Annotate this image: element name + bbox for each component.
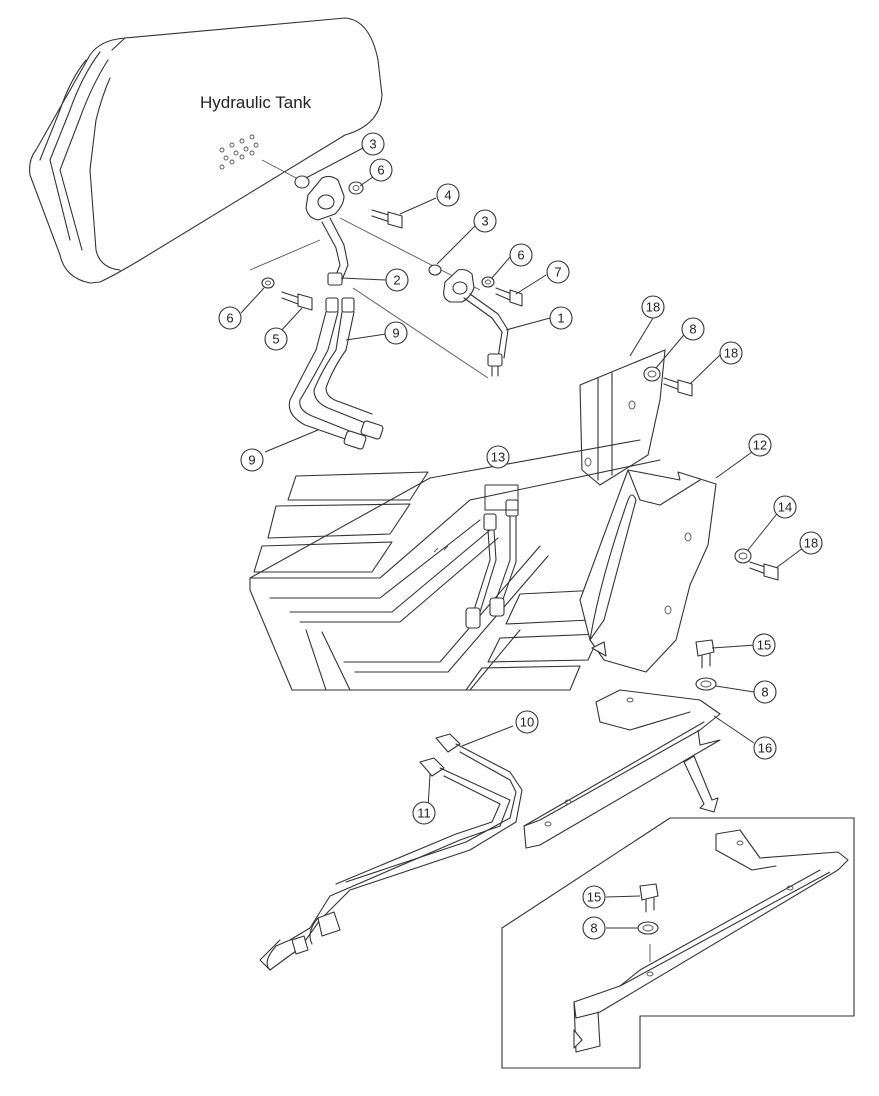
hoses-9	[288, 297, 384, 450]
callout-11: 11	[412, 801, 436, 825]
callout-2: 2	[385, 268, 409, 292]
hoses-13	[465, 484, 519, 629]
callout-18-lower: 18	[799, 531, 823, 555]
bracket-17	[579, 349, 693, 486]
callout-18-upper: 18	[719, 341, 743, 365]
detail-inset	[501, 817, 855, 1069]
svg-text:4: 4	[444, 188, 451, 203]
callout-1: 1	[549, 306, 573, 330]
upper-fittings	[261, 175, 523, 377]
svg-text:12: 12	[753, 438, 767, 453]
leader-lines	[240, 147, 804, 929]
svg-text:9: 9	[248, 453, 255, 468]
callout-6-lower: 6	[218, 306, 242, 330]
callout-10: 10	[515, 710, 539, 734]
svg-text:8: 8	[590, 921, 597, 936]
callout-6-upper: 6	[369, 158, 393, 182]
hydraulic-tank: Hydraulic Tank	[29, 17, 383, 284]
tank-label: Hydraulic Tank	[200, 93, 312, 112]
callout-9-lower: 9	[240, 448, 264, 472]
callout-9-upper: 9	[384, 321, 408, 345]
callout-5: 5	[264, 327, 288, 351]
svg-text:16: 16	[758, 741, 772, 756]
frame-panel	[249, 439, 661, 691]
svg-text:1: 1	[557, 311, 564, 326]
svg-text:6: 6	[517, 248, 524, 263]
svg-text:18: 18	[646, 300, 660, 315]
callout-17: 18	[641, 295, 665, 319]
svg-text:8: 8	[689, 322, 696, 337]
callout-3-lower: 3	[473, 209, 497, 233]
callout-8-inset: 8	[582, 916, 606, 940]
callout-14: 14	[773, 495, 797, 519]
svg-text:13: 13	[491, 450, 505, 465]
svg-text:15: 15	[587, 890, 601, 905]
svg-text:6: 6	[377, 163, 384, 178]
svg-text:3: 3	[481, 214, 488, 229]
callout-6-middle: 6	[509, 243, 533, 267]
callout-8-middle: 8	[753, 680, 777, 704]
svg-text:3: 3	[369, 137, 376, 152]
callout-4: 4	[436, 183, 460, 207]
bracket-16	[523, 689, 721, 849]
callout-3-upper: 3	[361, 132, 385, 156]
callout-13: 13	[486, 445, 510, 469]
pipes-10-11	[259, 733, 523, 971]
svg-text:11: 11	[417, 806, 431, 821]
svg-text:18: 18	[724, 346, 738, 361]
callout-15-inset: 15	[582, 885, 606, 909]
callout-7: 7	[546, 260, 570, 284]
callout-8-upper: 8	[681, 317, 705, 341]
svg-text:10: 10	[520, 715, 534, 730]
svg-text:7: 7	[554, 265, 561, 280]
side-panel-12	[579, 469, 779, 673]
svg-text:6: 6	[226, 311, 233, 326]
svg-text:14: 14	[778, 500, 792, 515]
callout-12: 12	[748, 433, 772, 457]
svg-text:8: 8	[761, 685, 768, 700]
bolt-15-washer-8	[695, 639, 717, 691]
svg-text:2: 2	[393, 273, 400, 288]
callout-15-upper: 15	[752, 633, 776, 657]
svg-text:15: 15	[757, 638, 771, 653]
callout-16: 16	[753, 736, 777, 760]
svg-text:5: 5	[272, 332, 279, 347]
svg-text:18: 18	[804, 536, 818, 551]
callouts: 3 6 4 3 6 7 1 2 6 5 9 9 18 8 18 13 12 14…	[218, 132, 823, 940]
svg-text:9: 9	[392, 326, 399, 341]
